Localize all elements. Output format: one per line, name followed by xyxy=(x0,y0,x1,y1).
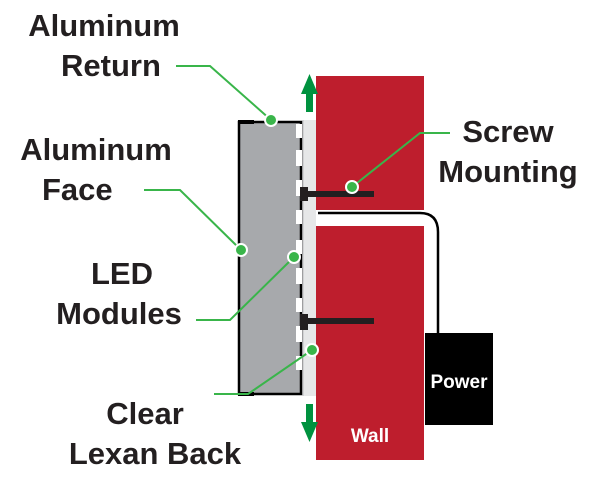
label-led-modules: LED Modules xyxy=(56,256,182,331)
power-cable xyxy=(318,211,440,333)
aluminum-return-top xyxy=(238,120,254,124)
screw-lower xyxy=(300,314,374,330)
label-clear-lexan-back: Clear Lexan Back xyxy=(68,396,242,471)
wall-lower xyxy=(316,226,424,460)
power-box xyxy=(425,333,493,425)
vertical-arrow xyxy=(301,74,318,442)
label-aluminum-return: Aluminum Return xyxy=(28,8,180,83)
led-modules xyxy=(296,124,302,370)
label-aluminum-face: Aluminum Face xyxy=(20,132,172,207)
callout-dots xyxy=(234,113,359,357)
callout-lines xyxy=(144,65,450,395)
label-screw-mounting: Screw Mounting xyxy=(438,114,578,189)
screw-upper xyxy=(300,187,374,201)
power-label: Power xyxy=(430,372,488,393)
wall-label: Wall xyxy=(350,426,390,447)
